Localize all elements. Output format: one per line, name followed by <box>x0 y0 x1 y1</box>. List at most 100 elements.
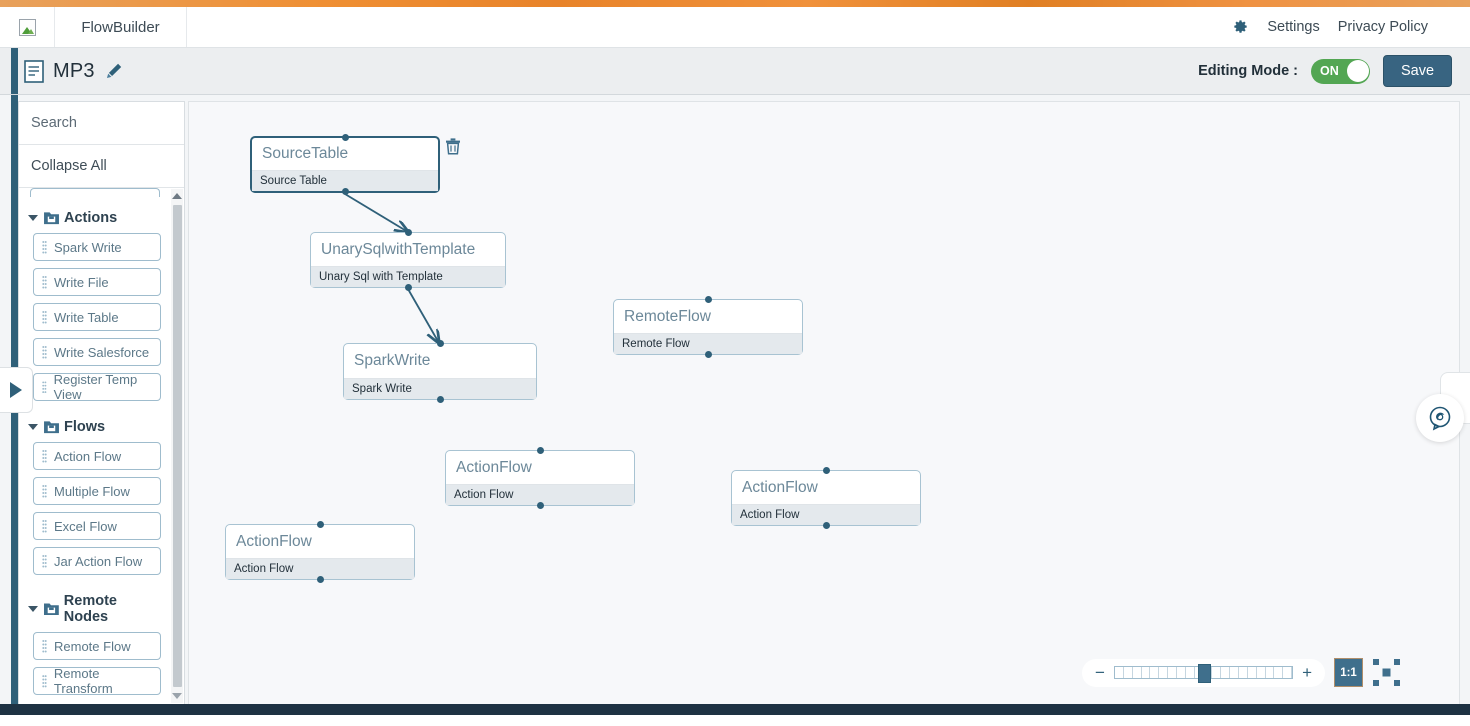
group-label: Remote Nodes <box>63 593 117 625</box>
node-port-bottom[interactable] <box>404 284 412 291</box>
scroll-down-icon[interactable] <box>172 693 182 699</box>
node-title: RemoteFlow <box>624 307 711 325</box>
flow-node-remoteflow[interactable]: RemoteFlow Remote Flow <box>613 296 803 358</box>
palette-item-multiple-flow[interactable]: Multiple Flow <box>33 477 161 505</box>
top-accent-bar <box>0 0 1470 7</box>
save-button[interactable]: Save <box>1383 55 1452 87</box>
fit-to-screen-icon[interactable] <box>1372 658 1401 687</box>
palette-item-register-temp-view[interactable]: Register Temp View <box>33 372 161 402</box>
flow-node-sourcetable[interactable]: SourceTable Source Table <box>250 134 440 195</box>
scroll-up-icon[interactable] <box>172 193 182 199</box>
edge-unarysql-sparkwrite <box>407 288 439 343</box>
zoom-tick <box>1257 667 1266 678</box>
node-port-bottom[interactable] <box>536 502 544 509</box>
drag-handle-icon <box>42 276 47 289</box>
node-port-top[interactable] <box>316 521 324 528</box>
flow-node-actionflow-2[interactable]: ActionFlow Action Flow <box>731 467 921 529</box>
scrollbar-thumb[interactable] <box>172 205 182 687</box>
group-header-actions[interactable]: Actions <box>28 210 164 226</box>
flow-node-actionflow-1[interactable]: ActionFlow Action Flow <box>445 447 635 509</box>
node-subtitle: Unary Sql with Template <box>311 266 505 287</box>
zoom-slider-track[interactable] <box>1113 664 1294 683</box>
bottom-accent-bar <box>0 704 1470 715</box>
zoom-tick <box>1186 667 1195 678</box>
zoom-slider-handle[interactable] <box>1197 664 1211 683</box>
drag-handle-icon <box>42 241 47 254</box>
title-bar-actions: Editing Mode : ON Save <box>1198 55 1470 87</box>
node-port-bottom[interactable] <box>822 522 830 529</box>
document-icon <box>24 59 44 83</box>
node-port-bottom[interactable] <box>436 396 444 403</box>
palette-item-write-table[interactable]: Write Table <box>33 303 161 331</box>
flow-node-actionflow-3[interactable]: ActionFlow Action Flow <box>225 521 415 583</box>
folder-icon <box>44 212 59 225</box>
pencil-icon[interactable] <box>104 62 123 81</box>
palette-item-remote-flow[interactable]: Remote Flow <box>33 632 161 660</box>
zoom-slider[interactable]: − + <box>1082 658 1325 687</box>
document-title-bar: MP3 Editing Mode : ON Save <box>0 48 1470 95</box>
palette-item-write-salesforce[interactable]: Write Salesforce <box>33 338 161 366</box>
zoom-tick <box>1133 667 1142 678</box>
browser-tab-bar: FlowBuilder Settings Privacy Policy <box>0 7 1470 48</box>
palette-item-label: Multiple Flow <box>54 483 130 499</box>
zoom-tick <box>1274 667 1284 678</box>
node-port-top[interactable] <box>436 340 444 347</box>
node-subtitle: Source Table <box>252 170 438 191</box>
group-spacer <box>26 582 164 593</box>
palette-item-spark-write[interactable]: Spark Write <box>33 233 161 261</box>
flow-node-sparkwrite[interactable]: SparkWrite Spark Write <box>343 340 537 403</box>
zoom-tick <box>1204 667 1213 678</box>
workspace: Collapse All Actions <box>0 95 1470 715</box>
sidebar-expand-handle[interactable] <box>0 367 33 413</box>
edge-sourcetable-unarysql <box>344 193 408 232</box>
zoom-out-button[interactable]: − <box>1095 663 1105 682</box>
node-subtitle: Action Flow <box>226 558 414 579</box>
flow-canvas[interactable]: SourceTable Source Table UnarySqlwithTem… <box>188 101 1460 705</box>
search-input[interactable] <box>31 115 218 131</box>
broken-image-icon <box>18 18 36 36</box>
zoom-reset-button[interactable]: 1:1 <box>1334 658 1363 687</box>
node-subtitle: Spark Write <box>344 378 536 399</box>
node-title: SourceTable <box>262 145 349 162</box>
node-port-bottom[interactable] <box>316 576 324 583</box>
palette-item-label: Jar Action Flow <box>54 553 143 569</box>
gear-icon[interactable] <box>1232 19 1249 36</box>
settings-link[interactable]: Settings <box>1267 19 1320 35</box>
chevron-down-icon <box>28 424 38 430</box>
trash-icon[interactable] <box>445 138 461 155</box>
node-title: ActionFlow <box>236 532 312 550</box>
folder-icon <box>44 421 59 434</box>
tab-flowbuilder[interactable]: FlowBuilder <box>55 7 187 47</box>
palette-item-label: Write Salesforce <box>54 344 150 360</box>
privacy-policy-link[interactable]: Privacy Policy <box>1337 19 1428 35</box>
node-port-top[interactable] <box>822 467 830 474</box>
group-label: Flows <box>64 419 106 435</box>
zoom-tick <box>1239 667 1248 678</box>
node-subtitle: Action Flow <box>732 504 920 525</box>
node-port-top[interactable] <box>341 134 349 141</box>
node-port-bottom[interactable] <box>341 188 349 195</box>
node-port-bottom[interactable] <box>704 351 712 358</box>
editing-mode-toggle[interactable]: ON <box>1311 58 1370 84</box>
palette-item-action-flow[interactable]: Action Flow <box>33 442 161 470</box>
zoom-tick <box>1142 667 1151 678</box>
zoom-in-button[interactable]: + <box>1302 663 1312 682</box>
palette-item-excel-flow[interactable]: Excel Flow <box>33 512 161 540</box>
flow-node-unarysqlwithtemplate[interactable]: UnarySqlwithTemplate Unary Sql with Temp… <box>310 229 506 291</box>
palette-item-remote-transform[interactable]: Remote Transform <box>33 666 161 696</box>
chat-launcher-button[interactable] <box>1416 394 1464 442</box>
palette-item-write-file[interactable]: Write File <box>33 268 161 296</box>
group-header-flows[interactable]: Flows <box>28 419 164 435</box>
group-header-remote-nodes[interactable]: Remote Nodes <box>28 593 164 625</box>
node-subtitle: Remote Flow <box>614 333 802 354</box>
node-port-top[interactable] <box>404 229 412 236</box>
drag-handle-icon <box>42 450 47 463</box>
node-port-top[interactable] <box>536 447 544 454</box>
drag-handle-icon <box>42 520 47 533</box>
palette-item-jar-action-flow[interactable]: Jar Action Flow <box>33 547 161 575</box>
node-port-top[interactable] <box>704 296 712 303</box>
sidebar-scrollbar[interactable] <box>171 189 183 703</box>
palette-item-label: Remote Transform <box>53 666 113 696</box>
collapse-all-button[interactable]: Collapse All <box>19 145 184 188</box>
